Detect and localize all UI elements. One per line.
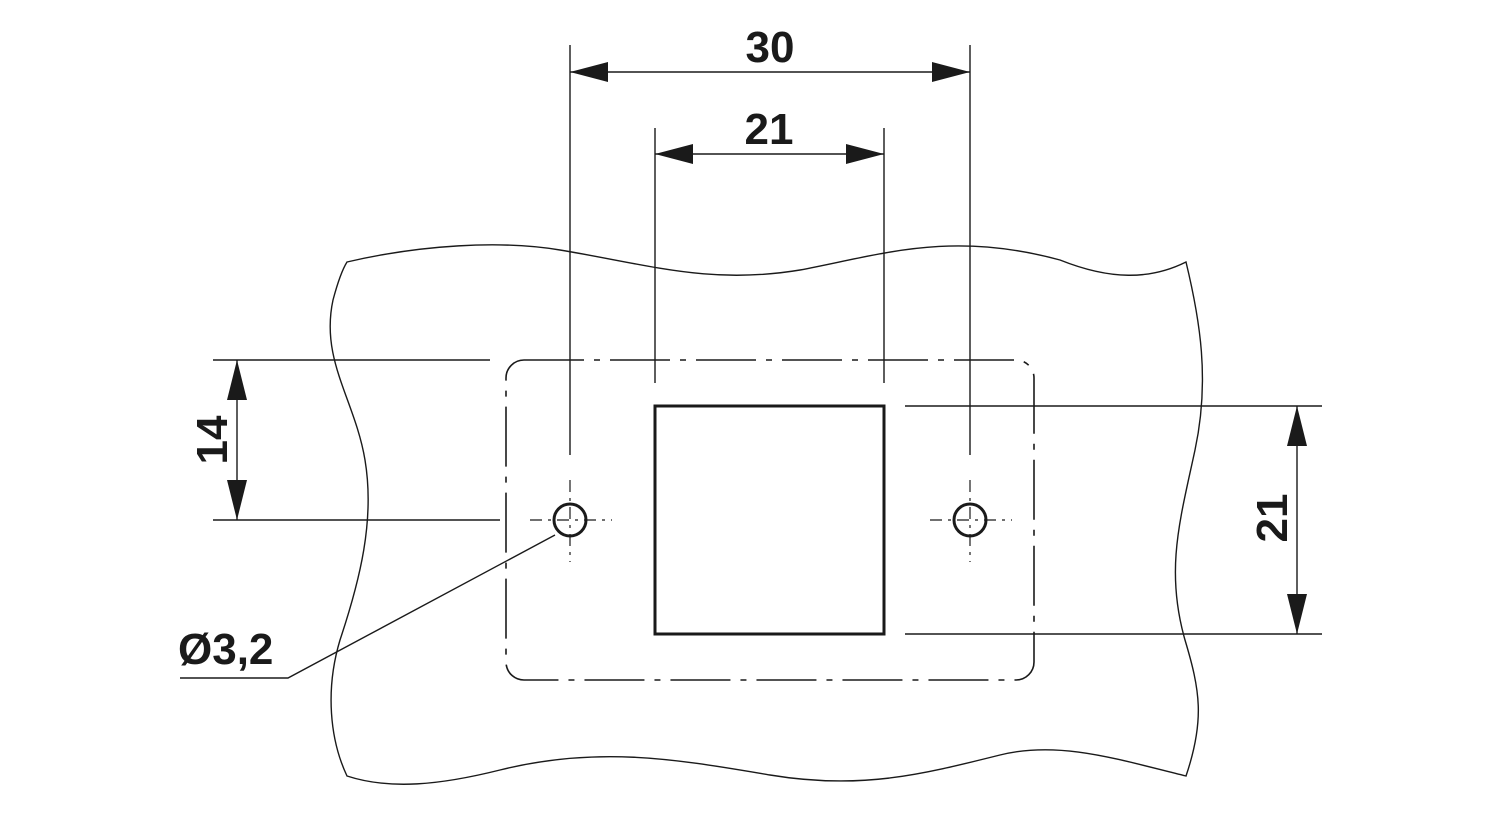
panel-outline <box>329 244 1204 785</box>
arrowhead <box>1287 594 1307 634</box>
arrowhead <box>227 360 247 400</box>
leader-line-hole-diameter <box>180 534 556 679</box>
dimension-hole-diameter: Ø3,2 <box>178 625 273 674</box>
arrowhead <box>227 480 247 520</box>
arrowhead <box>655 144 693 164</box>
arrowhead <box>846 144 884 164</box>
square-cutout <box>653 404 886 636</box>
arrowhead <box>932 62 970 82</box>
dimension-cutout-height: 21 <box>1248 494 1297 543</box>
dimension-hole-offset: 14 <box>188 415 237 464</box>
housing-outline <box>505 359 1035 681</box>
arrowhead <box>1287 406 1307 446</box>
dimension-cutout-width: 21 <box>745 105 794 154</box>
arrowhead <box>570 62 608 82</box>
dimension-overall-width: 30 <box>746 23 795 72</box>
